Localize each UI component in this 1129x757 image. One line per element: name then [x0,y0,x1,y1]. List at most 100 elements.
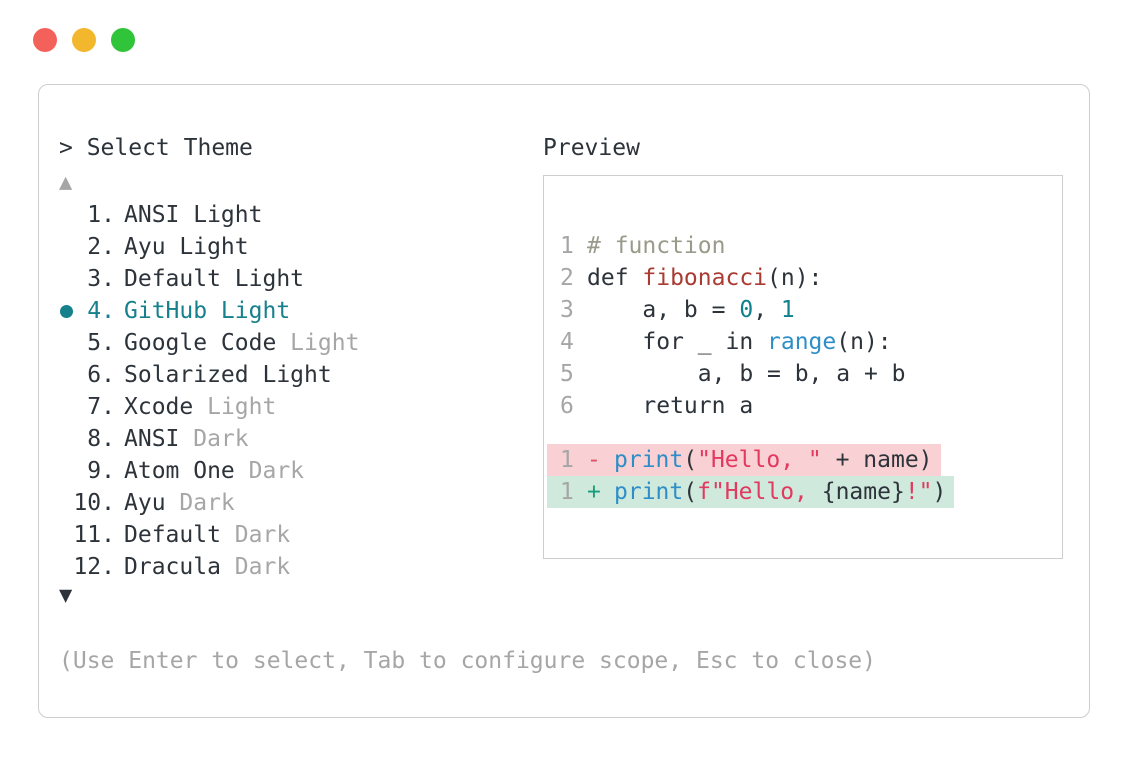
bullet-slot [59,455,73,487]
theme-list: 1. ANSI Light 2. Ayu Light 3. Default Light 4.… [59,199,543,583]
bullet-slot [59,295,73,327]
theme-variant: Dark [220,522,291,548]
theme-variant: Light [193,394,277,420]
line-number: 3 [560,297,574,323]
picker-body: > Select Theme ▲ 1. ANSI Light 2. Ayu Light… [59,136,1069,615]
theme-name: ANSI Light [124,202,263,228]
theme-item-11[interactable]: 11. Default Dark [59,519,543,551]
theme-list-panel: > Select Theme ▲ 1. ANSI Light 2. Ayu Light… [59,136,543,615]
bullet-slot [59,327,73,359]
theme-item-7[interactable]: 7.Xcode Light [59,391,543,423]
code-token: 0 [739,297,754,323]
theme-number: 3. [87,266,115,292]
line-number: 4 [560,329,574,355]
minimize-button[interactable] [72,28,96,52]
bullet-slot [59,231,73,263]
bullet-slot [59,359,73,391]
code-token: , [753,297,781,323]
theme-number: 8. [87,426,115,452]
theme-item-4[interactable]: 4. GitHub Light [59,295,543,327]
code-token: def [587,265,643,291]
diff-minus-icon: - [587,447,601,473]
code-token: a, b = b, a + b [587,361,906,387]
code-token: "Hello, " [697,447,822,473]
theme-item-2[interactable]: 2. Ayu Light [59,231,543,263]
theme-number: 1. [87,202,115,228]
theme-number: 7. [87,394,115,420]
code-line: 1 # function [560,230,1048,262]
theme-variant: Dark [234,458,305,484]
close-button[interactable] [33,28,57,52]
code-token: for _ in [587,329,768,355]
window-controls [33,28,135,52]
theme-number: 6. [87,362,115,388]
code-token: range [767,329,837,355]
bullet-slot [59,423,73,455]
bullet-slot [59,263,73,295]
code-token: ( [683,479,698,505]
theme-item-10[interactable]: 10. Ayu Dark [59,487,543,519]
theme-number: 10. [73,490,115,516]
theme-item-1[interactable]: 1. ANSI Light [59,199,543,231]
theme-item-3[interactable]: 3. Default Light [59,263,543,295]
theme-item-9[interactable]: 9. Atom One Dark [59,455,543,487]
code-token: (n): [767,265,823,291]
line-number: 6 [560,393,574,419]
diff-sample: 1-print("Hello, " + name)1+print(f"Hello… [547,444,1048,508]
code-sample: 1 # function 2 def fibonacci(n): 3 a, b = 0,… [560,230,1048,422]
code-token: ) [932,479,947,505]
code-line: 3 a, b = 0, 1 [560,294,1048,326]
code-token: 1 [780,297,795,323]
theme-name: Default [124,522,221,548]
code-token: print [614,479,684,505]
code-line: 4 for _ in range(n): [560,326,1048,358]
code-token: !" [904,479,933,505]
theme-variant: Dark [179,426,249,452]
theme-item-6[interactable]: 6.Solarized Light [59,359,543,391]
diff-line-removed: 1-print("Hello, " + name) [547,444,941,476]
select-theme-title: > Select Theme [59,135,253,161]
code-token: + name) [821,447,933,473]
bullet-slot [59,551,73,583]
line-number: 1 [560,233,574,259]
theme-number: 12. [73,554,115,580]
preview-title: Preview [543,135,640,161]
theme-number: 2. [87,234,115,260]
selected-bullet-icon [60,305,73,318]
preview-pane: 1 # function 2 def fibonacci(n): 3 a, b = 0,… [543,175,1063,559]
scroll-down-icon[interactable]: ▼ [59,583,73,608]
code-token: # function [587,233,726,259]
theme-name: Default Light [124,266,305,292]
theme-number: 11. [73,522,115,548]
theme-number: 9. [87,458,115,484]
maximize-button[interactable] [111,28,135,52]
theme-number: 5. [87,330,115,356]
bullet-slot [59,199,73,231]
code-token: f"Hello, [697,479,822,505]
theme-name: Ayu Light [124,234,249,260]
code-token: {name} [821,479,905,505]
line-number: 1 [560,479,574,505]
theme-variant: Dark [165,490,235,516]
theme-name: ANSI [124,426,180,452]
line-number: 2 [560,265,574,291]
code-token: print [614,447,684,473]
theme-item-8[interactable]: 8. ANSI Dark [59,423,543,455]
line-number: 1 [560,447,574,473]
theme-item-12[interactable]: 12.Dracula Dark [59,551,543,583]
theme-item-5[interactable]: 5.Google Code Light [59,327,543,359]
bullet-slot [59,487,73,519]
code-line: 6 return a [560,390,1048,422]
code-token: return a [587,393,754,419]
code-token: fibonacci [642,265,768,291]
theme-name: Ayu [124,490,166,516]
preview-panel: Preview 1 # function 2 def fibonacci(n): 3 a… [543,136,1065,615]
theme-name: Google Code [124,330,277,356]
scroll-up-icon[interactable]: ▲ [59,170,73,195]
theme-number: 4. [87,298,115,324]
code-line: 5 a, b = b, a + b [560,358,1048,390]
line-number: 5 [560,361,574,387]
theme-name: Atom One [124,458,235,484]
theme-name: GitHub Light [124,298,291,324]
